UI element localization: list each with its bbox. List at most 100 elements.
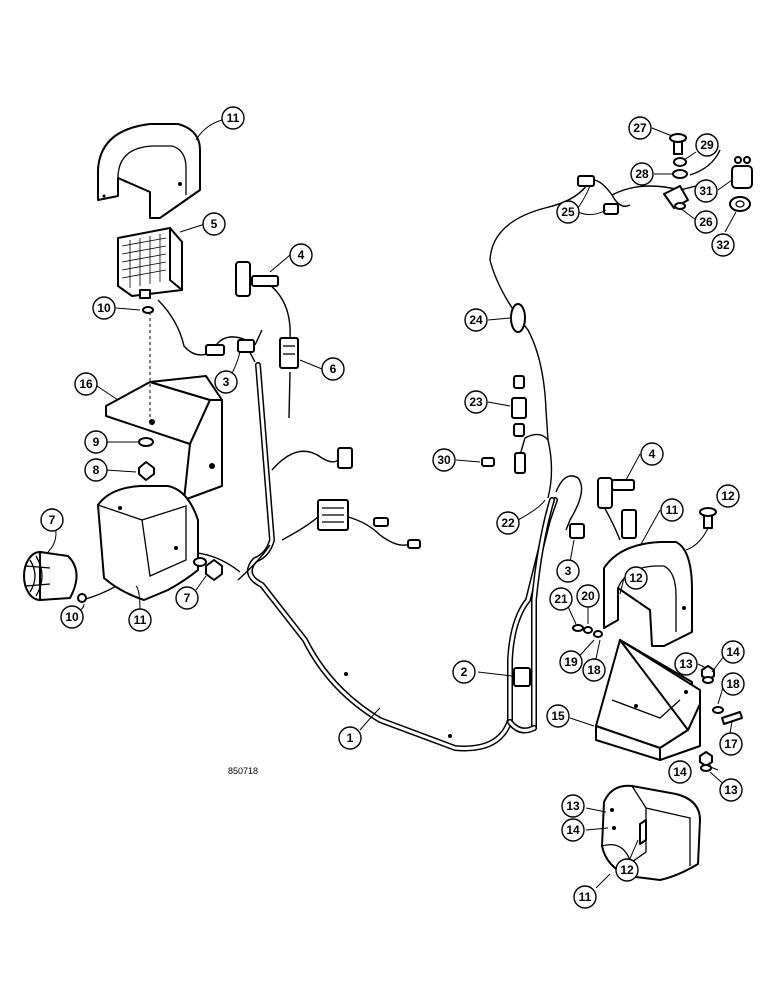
callout-number: 5 xyxy=(211,217,218,231)
washer-28 xyxy=(672,169,688,179)
right-connectors xyxy=(481,175,637,687)
callout-number: 26 xyxy=(699,215,713,229)
washer-18-right xyxy=(712,706,724,714)
callout-number: 2 xyxy=(461,665,468,679)
callout-bubbles: 11 5 4 10 6 3 16 9 8 7 7 10 11 27 29 28 … xyxy=(40,106,745,909)
callout-13: 13 xyxy=(674,652,698,676)
callout-number: 24 xyxy=(469,313,483,327)
left-connectors xyxy=(205,261,421,549)
lock-washer-10 xyxy=(142,306,154,314)
callout-number: 21 xyxy=(554,592,568,606)
callout-12: 12 xyxy=(624,566,648,590)
callout-number: 8 xyxy=(93,463,100,477)
callout-18: 18 xyxy=(582,658,606,682)
callout-4: 4 xyxy=(289,243,313,267)
callout-number: 14 xyxy=(566,823,580,837)
callout-24: 24 xyxy=(464,308,488,332)
nut-13 xyxy=(701,665,715,681)
switch-hardware xyxy=(663,133,753,212)
drawing-number: 850718 xyxy=(228,766,258,776)
bolt-17 xyxy=(721,711,743,725)
washer-14 xyxy=(702,676,714,684)
callout-number: 4 xyxy=(298,248,305,262)
callout-19: 19 xyxy=(559,650,583,674)
callout-number: 11 xyxy=(134,613,147,627)
harness-clip-2 xyxy=(513,667,531,687)
callout-26: 26 xyxy=(694,210,718,234)
callout-13: 13 xyxy=(719,778,743,802)
diode-connector-6 xyxy=(279,337,299,369)
callout-3: 3 xyxy=(214,370,238,394)
connector-25 xyxy=(577,175,595,187)
lamp-bracket-15 xyxy=(595,639,701,761)
callout-7: 7 xyxy=(175,586,199,610)
callout-16: 16 xyxy=(74,372,98,396)
callout-number: 10 xyxy=(97,301,111,315)
callout-30: 30 xyxy=(432,448,456,472)
callout-number: 13 xyxy=(724,783,738,797)
callout-number: 18 xyxy=(726,677,740,691)
lamp-shield-11-right xyxy=(603,541,693,647)
lamp-shield-11-lower xyxy=(97,485,199,601)
work-lamp-5 xyxy=(117,227,183,314)
callout-number: 13 xyxy=(566,799,580,813)
callout-number: 11 xyxy=(579,890,592,904)
callout-number: 27 xyxy=(633,121,647,135)
lamp-shield-11-bottom xyxy=(601,784,701,881)
callout-17: 17 xyxy=(719,732,743,756)
callout-10: 10 xyxy=(92,296,116,320)
callout-number: 15 xyxy=(551,709,565,723)
callout-number: 31 xyxy=(699,184,713,198)
callout-number: 1 xyxy=(347,731,354,745)
callout-27: 27 xyxy=(628,116,652,140)
main-wiring-harness xyxy=(246,362,558,752)
callout-number: 7 xyxy=(184,591,191,605)
callout-2: 2 xyxy=(452,660,476,684)
washer-14b xyxy=(700,764,712,772)
callout-number: 32 xyxy=(716,238,730,252)
callout-10: 10 xyxy=(60,605,84,629)
callout-29: 29 xyxy=(695,133,719,157)
nut-13b xyxy=(699,751,713,767)
callout-14: 14 xyxy=(721,640,745,664)
callout-number: 3 xyxy=(565,564,572,578)
callout-32: 32 xyxy=(711,233,735,257)
callout-number: 13 xyxy=(679,657,693,671)
callout-number: 9 xyxy=(93,435,100,449)
callout-22: 22 xyxy=(496,511,520,535)
washer-20 xyxy=(583,626,593,634)
harness-clamp-4 xyxy=(235,261,251,297)
callout-20: 20 xyxy=(576,584,600,608)
callout-number: 29 xyxy=(700,138,714,152)
clip-3-left xyxy=(237,339,255,353)
clamp-tab xyxy=(251,275,279,287)
callout-6: 6 xyxy=(321,357,345,381)
callout-25: 25 xyxy=(556,200,580,224)
switch-nut-32 xyxy=(729,196,751,212)
callout-number: 17 xyxy=(724,737,738,751)
lamp-bracket-16 xyxy=(105,312,223,501)
callout-4: 4 xyxy=(640,442,664,466)
callout-23: 23 xyxy=(464,390,488,414)
harness-clamp-4-right xyxy=(597,477,613,509)
callout-number: 28 xyxy=(635,167,649,181)
flasher-24 xyxy=(510,303,526,333)
washer-18-left xyxy=(593,630,603,638)
callout-11: 11 xyxy=(660,498,684,522)
callout-number: 10 xyxy=(65,610,79,624)
callout-number: 16 xyxy=(79,377,93,391)
callout-number: 11 xyxy=(227,111,240,125)
lamp-stud xyxy=(139,289,151,299)
callout-number: 3 xyxy=(223,375,230,389)
callout-1: 1 xyxy=(338,726,362,750)
callout-18: 18 xyxy=(721,672,745,696)
callout-number: 12 xyxy=(629,571,643,585)
plug-connector xyxy=(337,447,353,469)
callout-13: 13 xyxy=(561,794,585,818)
callout-3: 3 xyxy=(556,559,580,583)
callout-number: 14 xyxy=(726,645,740,659)
callout-11: 11 xyxy=(221,106,245,130)
callout-9: 9 xyxy=(84,430,108,454)
callout-number: 12 xyxy=(721,489,735,503)
